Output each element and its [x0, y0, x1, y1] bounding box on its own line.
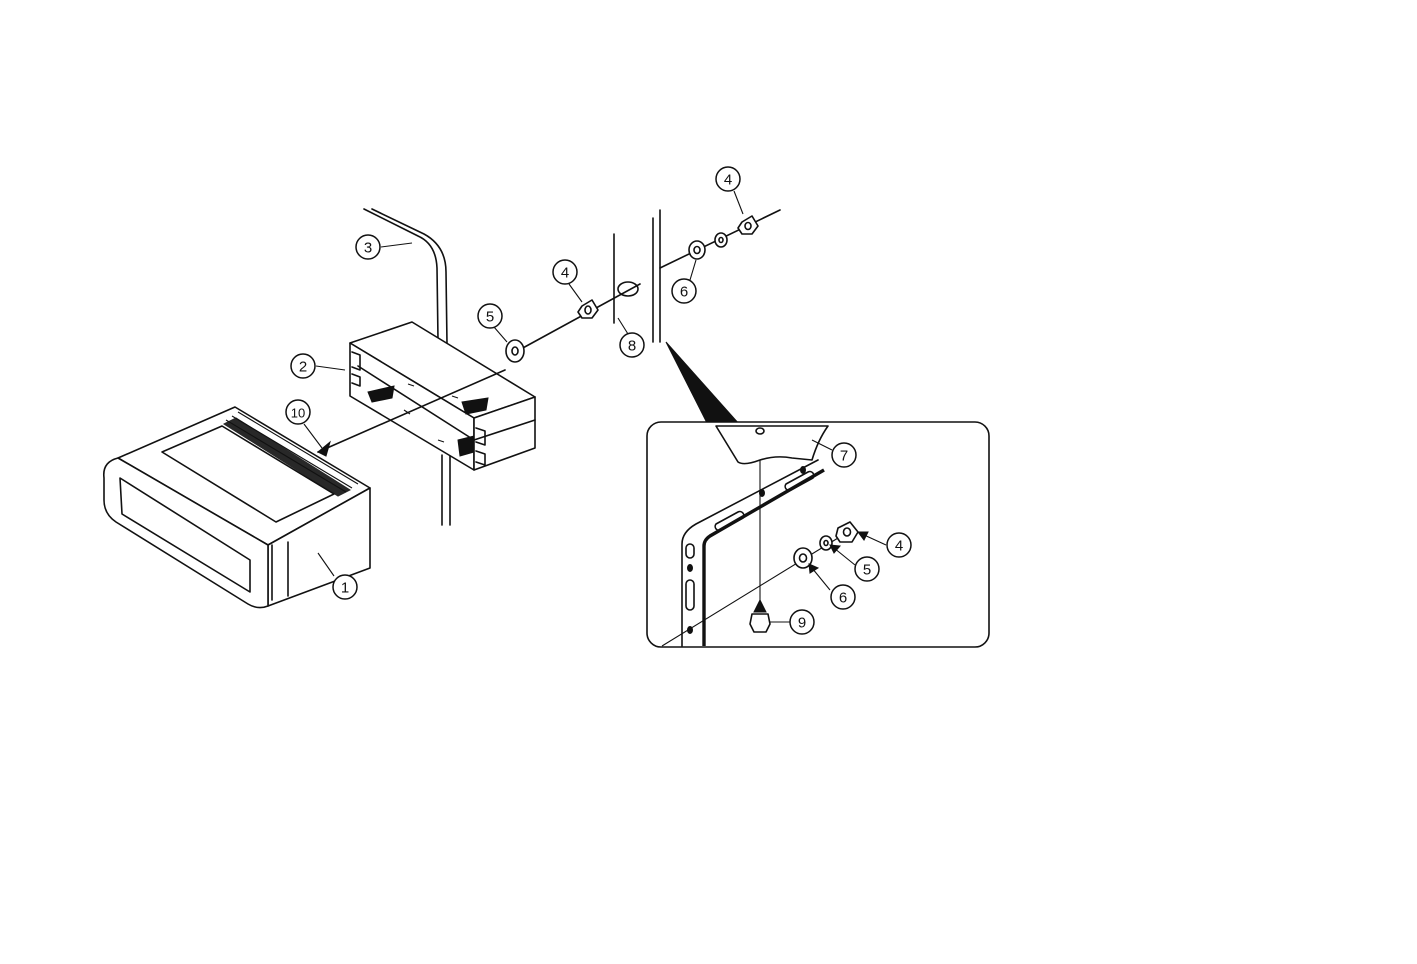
- callout-label: 4: [895, 538, 903, 555]
- callout-radio-unit: 1: [333, 575, 357, 599]
- callout-detail-nut: 4: [887, 533, 911, 557]
- callout-label: 6: [680, 284, 688, 301]
- callout-support-strap: 3: [356, 235, 380, 259]
- callout-label: 6: [839, 590, 847, 607]
- callout-dashboard-panel: 8: [620, 333, 644, 357]
- radio-unit: [104, 407, 370, 608]
- callout-label: 4: [561, 265, 569, 282]
- callout-detail-bracket: 7: [832, 443, 856, 467]
- callout-detail-lockwasher: 5: [855, 557, 879, 581]
- callout-washer-top: 6: [672, 279, 696, 303]
- callout-label: 9: [798, 615, 806, 632]
- callout-label: 5: [486, 309, 494, 326]
- callout-nut-main: 4: [553, 260, 577, 284]
- callout-nut-top: 4: [716, 167, 740, 191]
- callout-washer-main: 5: [478, 304, 502, 328]
- callout-connector: 10: [286, 400, 310, 424]
- detail-box: [647, 422, 989, 647]
- callout-label: 2: [299, 359, 307, 376]
- callout-mounting-sleeve: 2: [291, 354, 315, 378]
- callout-label: 7: [840, 448, 848, 465]
- callout-label: 5: [863, 562, 871, 579]
- callout-label: 10: [291, 406, 305, 421]
- callout-label: 3: [364, 240, 372, 257]
- callout-detail-bolt: 9: [790, 610, 814, 634]
- top-bolt-assembly: [660, 210, 780, 268]
- detail-pointer: [666, 342, 740, 425]
- callout-detail-washer: 6: [831, 585, 855, 609]
- callout-label: 4: [724, 172, 732, 189]
- callout-label: 8: [628, 338, 636, 355]
- callout-label: 1: [341, 580, 349, 597]
